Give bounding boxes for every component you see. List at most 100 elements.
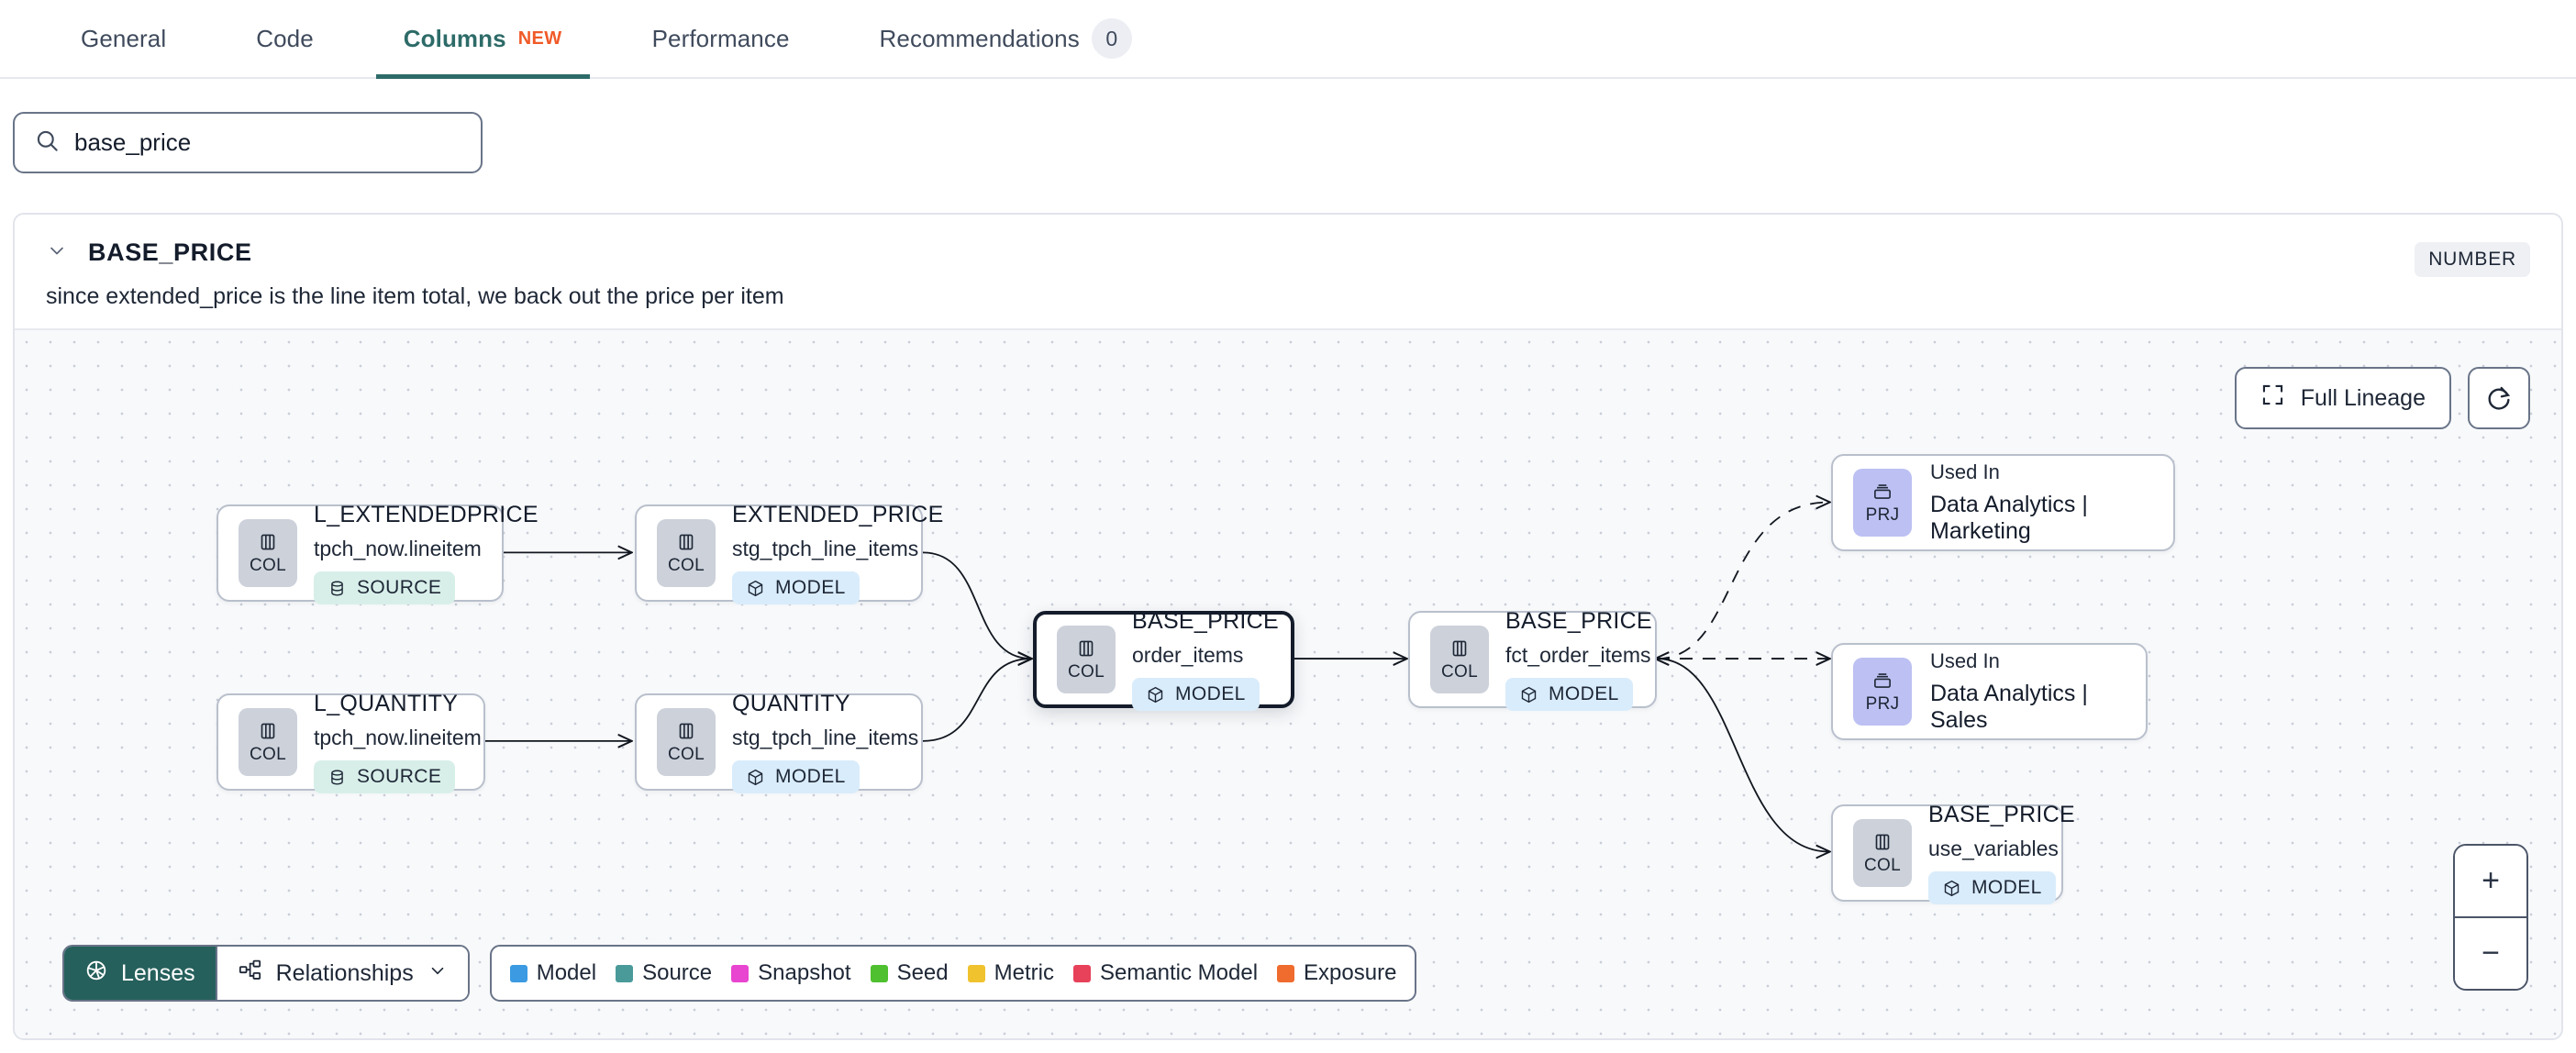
tab-code[interactable]: Code [228,0,341,77]
project-icon [1874,484,1891,499]
prj-kind-chip: PRJ [1853,469,1912,537]
lineage-node-l-extendedprice[interactable]: COL L_EXTENDEDPRICE tpch_now.lineitem SO… [217,502,539,604]
materialization-badge: MODEL [1132,678,1260,711]
column-icon [1875,834,1890,850]
legend-swatch [616,964,634,982]
legend-label: Exposure [1304,960,1397,985]
legend-label: Seed [896,960,949,985]
lineage-edges [485,330,2561,1038]
node-subtitle: tpch_now.lineitem [314,537,482,560]
tab-bar: General Code Columns NEW Performance Rec… [0,0,2576,79]
legend-label: Model [536,960,597,985]
lineage-node-base-price-use-variables[interactable]: COL BASE_PRICE use_variables MODEL [1831,802,2075,904]
project-name: Data Analytics | Marketing [1930,492,2088,544]
column-icon [1452,640,1467,657]
tab-performance[interactable]: Performance [625,0,817,77]
lenses-relationships-group: Lenses Relationships [62,945,470,1002]
lineage-legend: Model Source Snapshot Seed Metric [489,945,1417,1002]
column-icon [261,534,275,550]
materialization-badge: MODEL [732,571,860,604]
zoom-in-button[interactable]: + [2455,846,2526,918]
legend-swatch [870,964,888,982]
legend-swatch [967,964,985,982]
search-input[interactable]: base_price [13,112,483,173]
kind-label: COL [1864,856,1901,875]
legend-item-model: Model [509,960,597,986]
lineage-node-quantity[interactable]: COL QUANTITY stg_tpch_line_items MODEL [635,691,923,793]
zoom-out-button[interactable]: − [2455,918,2526,989]
tab-general[interactable]: General [53,0,194,77]
node-title: L_QUANTITY [314,691,459,716]
lineage-node-base-price-fct-order-items[interactable]: COL BASE_PRICE fct_order_items MODEL [1408,608,1657,711]
kind-label: COL [250,745,286,764]
chevron-down-icon [427,960,448,987]
node-subtitle: tpch_now.lineitem [314,726,482,749]
column-type-badge: NUMBER [2415,242,2530,277]
legend-item-source: Source [616,960,712,986]
full-lineage-button[interactable]: Full Lineage [2234,367,2451,429]
materialization-badge: MODEL [1928,871,2056,904]
badge-label: SOURCE [357,766,442,787]
col-kind-chip: COL [1430,626,1489,693]
lenses-label: Lenses [121,959,195,986]
lineage-node-project-marketing[interactable]: PRJ Used In Data Analytics | Marketing [1831,454,2175,551]
legend-label: Snapshot [758,960,851,985]
kind-label: COL [668,556,705,575]
legend-item-seed: Seed [870,960,949,986]
refresh-button[interactable] [2468,367,2530,429]
relationships-icon [238,958,262,989]
chevron-down-icon[interactable] [46,239,68,266]
legend-item-metric: Metric [967,960,1054,986]
legend-label: Semantic Model [1099,960,1259,985]
materialization-badge: MODEL [1505,678,1633,711]
expand-icon [2260,382,2285,414]
tab-new-badge: NEW [517,28,562,49]
node-subtitle: fct_order_items [1505,643,1651,667]
lineage-controls: Full Lineage [2234,367,2530,429]
relationships-dropdown[interactable]: Relationships [215,947,468,1000]
legend-item-semantic-model: Semantic Model [1072,960,1259,986]
used-in-label: Used In [1930,649,2000,672]
lineage-node-base-price-order-items[interactable]: COL BASE_PRICE order_items MODEL [1033,608,1294,711]
column-detail-card: BASE_PRICE NUMBER since extended_price i… [13,213,2563,1040]
legend-item-snapshot: Snapshot [731,960,851,986]
materialization-badge: SOURCE [314,760,456,793]
badge-label: MODEL [1175,683,1246,704]
lenses-button[interactable]: Lenses [64,947,216,1000]
node-subtitle: order_items [1132,643,1244,667]
search-icon [35,128,60,158]
lineage-node-project-sales[interactable]: PRJ Used In Data Analytics | Sales [1831,643,2148,740]
column-description: since extended_price is the line item to… [46,283,784,309]
lineage-canvas[interactable]: COL L_EXTENDEDPRICE tpch_now.lineitem SO… [15,328,2561,1038]
database-icon [331,770,343,784]
cube-icon [748,580,763,596]
col-kind-chip: COL [239,519,297,587]
materialization-badge: MODEL [732,760,860,793]
badge-label: SOURCE [357,577,442,598]
kind-label: PRJ [1865,505,1900,525]
lineage-node-l-quantity[interactable]: COL L_QUANTITY tpch_now.lineitem SOURCE [217,691,485,793]
node-title: EXTENDED_PRICE [732,502,944,527]
node-title: BASE_PRICE [1505,608,1653,634]
col-kind-chip: COL [1853,819,1912,887]
node-title: L_EXTENDEDPRICE [314,502,539,527]
materialization-badge: SOURCE [314,571,456,604]
kind-label: COL [1068,662,1105,682]
lineage-node-extended-price[interactable]: COL EXTENDED_PRICE stg_tpch_line_items M… [635,502,943,604]
tab-columns[interactable]: Columns NEW [375,0,590,79]
legend-label: Source [642,960,713,985]
cube-icon [1521,686,1537,703]
legend-swatch [1072,964,1091,982]
badge-label: MODEL [1971,877,2042,898]
legend-item-exposure: Exposure [1277,960,1396,986]
badge-label: MODEL [775,577,846,598]
prj-kind-chip: PRJ [1853,658,1912,726]
refresh-icon [2488,386,2511,410]
cube-icon [1148,686,1163,703]
tab-recommendations[interactable]: Recommendations 0 [852,0,1160,77]
column-icon [261,723,275,739]
badge-label: MODEL [1549,683,1619,704]
column-icon [679,534,694,550]
project-icon [1874,673,1891,688]
project-name: Data Analytics | Sales [1930,681,2088,733]
